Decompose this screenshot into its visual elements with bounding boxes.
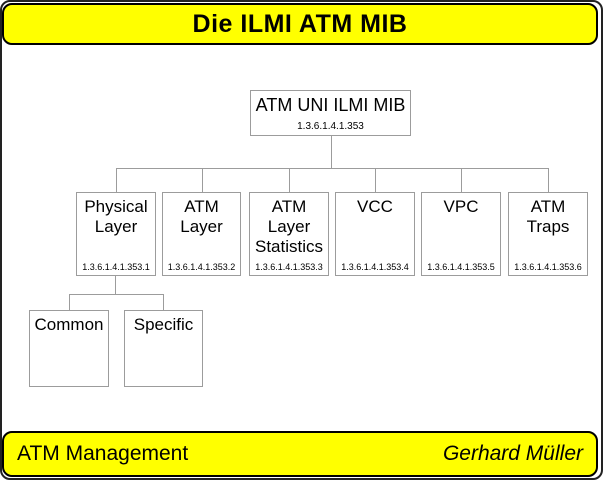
node-label: Common <box>34 315 104 334</box>
node-label: ATM Layer <box>180 197 223 236</box>
connector-line <box>375 168 376 192</box>
footer-section-title: ATM Management <box>17 442 189 465</box>
node-oid: 1.3.6.1.4.1.353.3 <box>255 262 323 272</box>
connector-line <box>163 294 164 310</box>
connector-line <box>69 294 70 310</box>
node-physical-layer: Physical Layer 1.3.6.1.4.1.353.1 <box>76 192 156 276</box>
node-oid: 1.3.6.1.4.1.353.5 <box>427 262 495 272</box>
connector-line <box>289 168 290 192</box>
node-atm-traps: ATM Traps 1.3.6.1.4.1.353.6 <box>508 192 588 276</box>
node-vcc: VCC 1.3.6.1.4.1.353.4 <box>335 192 415 276</box>
node-label: ATM Traps <box>526 197 570 236</box>
node-label: VCC <box>357 197 393 216</box>
node-label: Specific <box>133 315 194 334</box>
footer-author: Gerhard Müller <box>442 442 583 465</box>
node-specific: Specific <box>124 310 203 387</box>
connector-line <box>116 168 548 169</box>
connector-line <box>116 168 117 192</box>
node-oid: 1.3.6.1.4.1.353.2 <box>167 262 236 272</box>
node-label: VPC <box>443 197 479 216</box>
node-atm-uni-ilmi-mib: ATM UNI ILMI MIB 1.3.6.1.4.1.353 <box>250 90 411 136</box>
node-atm-layer: ATM Layer 1.3.6.1.4.1.353.2 <box>162 192 241 276</box>
node-common: Common <box>29 310 109 387</box>
node-label: Physical Layer <box>84 197 148 236</box>
connector-line <box>461 168 462 192</box>
connector-line <box>115 276 116 294</box>
node-oid: 1.3.6.1.4.1.353.1 <box>82 262 150 272</box>
connector-line <box>331 136 332 168</box>
node-oid: 1.3.6.1.4.1.353 <box>297 121 364 132</box>
node-oid: 1.3.6.1.4.1.353.6 <box>514 262 582 272</box>
node-label: ATM Layer Statistics <box>254 197 324 256</box>
node-label: ATM UNI ILMI MIB <box>255 95 406 115</box>
node-oid: 1.3.6.1.4.1.353.4 <box>341 262 409 272</box>
connector-line <box>202 168 203 192</box>
title-banner: Die ILMI ATM MIB <box>2 3 598 45</box>
node-vpc: VPC 1.3.6.1.4.1.353.5 <box>421 192 501 276</box>
page-title: Die ILMI ATM MIB <box>192 9 408 38</box>
connector-line <box>69 294 164 295</box>
footer-banner: ATM Management Gerhard Müller <box>2 431 598 477</box>
connector-line <box>548 168 549 192</box>
node-atm-layer-statistics: ATM Layer Statistics 1.3.6.1.4.1.353.3 <box>249 192 329 276</box>
